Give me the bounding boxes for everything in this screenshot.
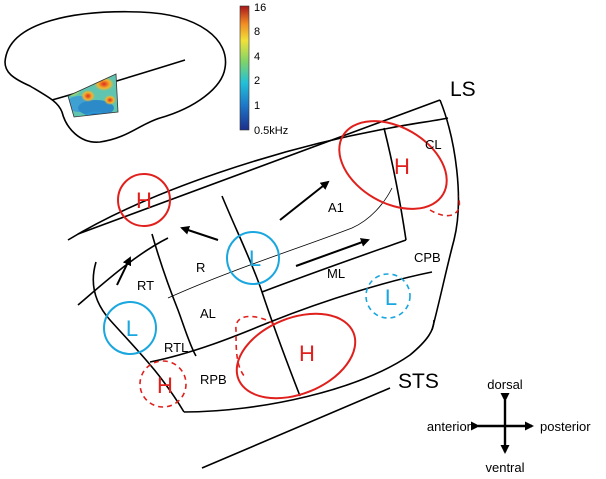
low-freq-label-rt: L — [126, 316, 138, 341]
gradient-arrows — [116, 180, 370, 286]
high-freq-circle-rt — [117, 173, 171, 227]
orientation-compass: dorsal ventral anterior posterior — [427, 377, 591, 475]
high-freq-label-rt: H — [136, 188, 152, 213]
frequency-colorbar: 16 8 4 2 1 0.5kHz — [239, 2, 288, 137]
superior-temporal-sulcus-line — [201, 387, 391, 469]
compass-label-posterior: posterior — [540, 419, 591, 434]
label-r: R — [196, 260, 205, 275]
outer-anterior-boundary — [92, 261, 185, 413]
lateral-sulcus-line — [77, 99, 441, 235]
high-freq-ellipse-ml — [235, 312, 357, 400]
label-rtl: RTL — [164, 340, 188, 355]
rpb-upper-boundary — [149, 321, 271, 363]
compass-label-dorsal: dorsal — [487, 377, 523, 392]
a1-cl-boundary — [383, 127, 407, 241]
field-boundaries — [67, 99, 460, 413]
arrow-rt-toward-h — [116, 256, 132, 286]
inset-brain — [4, 10, 227, 143]
arrow-a1-toward-h — [279, 180, 330, 221]
label-ml: ML — [327, 266, 345, 281]
high-freq-dashed-ml — [235, 315, 275, 379]
high-freq-dashed-cl — [429, 195, 461, 217]
r-rt-boundary — [151, 233, 197, 357]
colorbar-tick-2: 2 — [254, 75, 260, 87]
low-freq-dashed-cpb — [365, 273, 411, 319]
arrow-r-toward-h — [180, 225, 219, 241]
low-freq-circle-r — [226, 231, 280, 285]
colorbar-tick-16: 16 — [254, 2, 266, 14]
label-lateral-sulcus: LS — [450, 78, 476, 101]
label-a1: A1 — [328, 200, 344, 215]
ml-cpb-boundary — [261, 239, 407, 293]
colorbar-tick-0-5khz: 0.5kHz — [254, 125, 288, 137]
high-freq-dashed-rpb — [139, 360, 187, 408]
tonotopic-map-thumbnail — [68, 74, 118, 117]
colorbar-gradient — [239, 5, 250, 131]
label-rpb: RPB — [200, 372, 227, 387]
label-superior-temporal-sulcus: STS — [398, 370, 439, 393]
core-upper-boundary — [67, 117, 449, 241]
compass-label-ventral: ventral — [485, 460, 524, 475]
outer-lower-boundary — [183, 319, 435, 413]
label-al: AL — [200, 306, 216, 321]
high-freq-label-ml: H — [299, 341, 315, 366]
r-a1-boundary — [221, 195, 301, 397]
ls-right-curve — [431, 99, 460, 331]
field-labels: LS STS CL A1 CPB ML R RT AL RTL RPB — [137, 78, 476, 393]
rt-left-boundary — [77, 237, 169, 306]
colorbar-tick-1: 1 — [254, 100, 260, 112]
label-cl: CL — [425, 137, 442, 152]
compass-label-anterior: anterior — [427, 419, 472, 434]
label-cpb: CPB — [414, 250, 441, 265]
a1-ml-thin-boundary — [167, 187, 393, 299]
label-rt: RT — [137, 278, 154, 293]
belt-parabelt-boundary — [269, 271, 433, 323]
high-freq-label-a1: H — [394, 154, 410, 179]
brain-outline — [4, 10, 227, 143]
low-freq-label-cpb: L — [385, 285, 397, 310]
arrow-ml-toward-l — [295, 238, 370, 267]
low-freq-label-r: L — [249, 246, 261, 271]
colorbar-tick-8: 8 — [254, 26, 260, 38]
high-freq-ellipse-a1 — [338, 120, 448, 210]
low-freq-circle-rt — [103, 301, 157, 355]
high-freq-label-rpb: H — [157, 373, 173, 398]
frequency-markers: H H L L L H H — [103, 120, 461, 408]
colorbar-tick-4: 4 — [254, 51, 260, 63]
